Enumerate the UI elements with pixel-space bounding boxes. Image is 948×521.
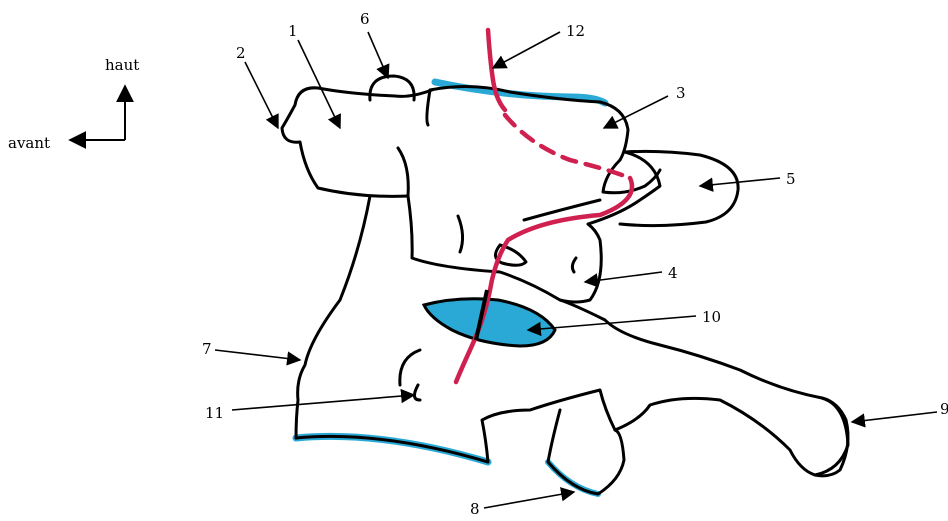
inferior-facet-blue [548, 462, 598, 494]
arrow-3 [604, 96, 668, 128]
arrow-4 [585, 272, 662, 282]
arrow-9 [852, 412, 937, 422]
bone-outline [282, 76, 848, 494]
label-8: 8 [470, 500, 480, 516]
arrow-6 [368, 32, 388, 78]
arrow-11 [232, 395, 414, 410]
tip-9-double [815, 398, 848, 476]
label-5: 5 [786, 170, 796, 188]
arrow-1 [298, 40, 340, 128]
blue-surface-10 [424, 299, 555, 346]
arrow-10 [528, 316, 696, 330]
body-line-4 [572, 258, 576, 272]
label-4: 4 [668, 264, 678, 282]
label-7: 7 [202, 340, 212, 358]
orientation-front-label: avant [8, 134, 50, 152]
arrow-5 [700, 178, 780, 186]
orientation-indicator: haut avant [8, 56, 139, 152]
label-9: 9 [940, 400, 948, 418]
label-6: 6 [360, 10, 370, 28]
articular-surfaces [296, 82, 605, 494]
orientation-up-label: haut [105, 56, 139, 74]
notch-11-inner [414, 385, 420, 400]
body-line-1 [458, 216, 463, 252]
label-2: 2 [236, 44, 246, 62]
label-3: 3 [676, 84, 686, 102]
superior-notch [427, 90, 430, 125]
arrow-12 [493, 32, 560, 68]
arrow-8 [484, 492, 574, 508]
notch-11 [400, 350, 420, 385]
body-line-2 [398, 148, 408, 196]
label-12: 12 [566, 22, 585, 40]
nerve-solid-top [488, 30, 505, 110]
arrow-2 [245, 62, 278, 128]
arrow-7 [215, 350, 300, 360]
label-11: 11 [205, 404, 224, 422]
label-10: 10 [702, 308, 721, 326]
label-1: 1 [288, 22, 298, 40]
